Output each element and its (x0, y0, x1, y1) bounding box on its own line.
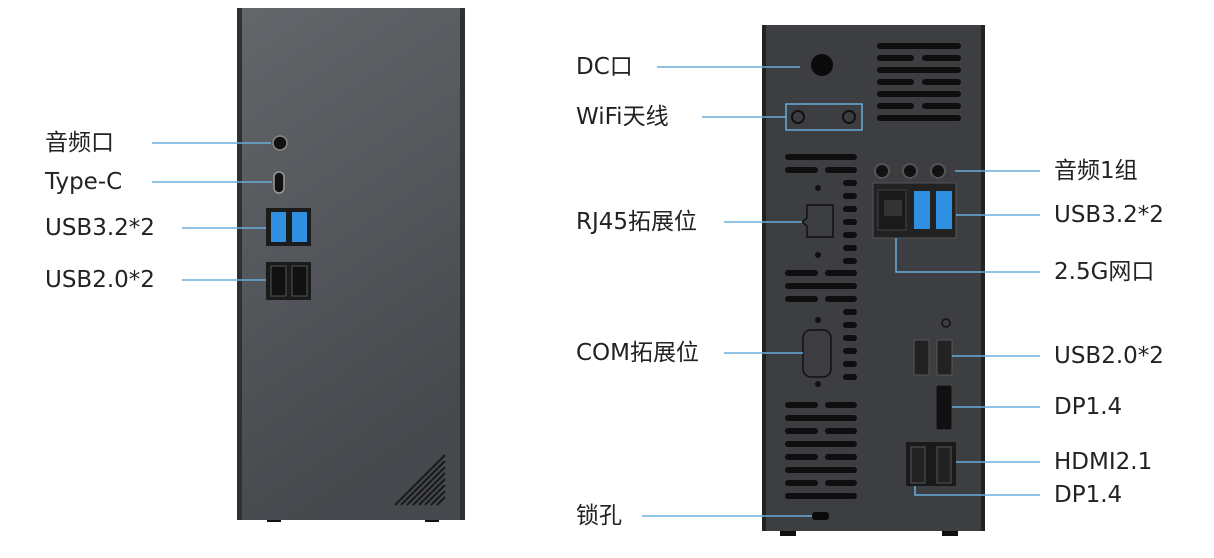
back-label-audio: 音频1组 (1054, 158, 1138, 184)
hdmi-dp-ports-icon (906, 442, 956, 486)
back-label-dp2: DP1.4 (1054, 482, 1123, 508)
front-label-typec: Type-C (45, 169, 123, 195)
back-label-hdmi: HDMI2.1 (1054, 449, 1153, 475)
audio-jacks-icon (874, 163, 946, 179)
back-label-usb32: USB3.2*2 (1054, 202, 1164, 228)
lan-usb3-block-icon (872, 182, 957, 239)
usb2-ports-icon (266, 262, 311, 300)
corner-vent-icon (394, 454, 446, 506)
usb2-back-ports-icon (913, 339, 953, 376)
dc-jack-icon (811, 54, 833, 76)
typec-port-icon (273, 171, 285, 194)
back-view-case (762, 25, 985, 536)
back-label-usb20: USB2.0*2 (1054, 343, 1164, 369)
vent-slots-top (877, 43, 961, 121)
front-label-audio: 音频口 (45, 130, 114, 156)
back-label-dc: DC口 (576, 54, 633, 80)
rj45-knockout-icon (800, 204, 834, 238)
front-label-usb32: USB3.2*2 (45, 215, 155, 241)
back-label-com-ext: COM拓展位 (576, 340, 700, 366)
usb3-ports-icon (266, 208, 311, 246)
back-label-wifi: WiFi天线 (576, 104, 669, 130)
vent-slots-left (785, 154, 857, 499)
back-label-rj45-ext: RJ45拓展位 (576, 209, 698, 235)
front-label-usb20: USB2.0*2 (45, 267, 155, 293)
audio-jack-icon (272, 135, 288, 151)
lock-slot-icon (812, 512, 829, 520)
back-label-lock: 锁孔 (576, 503, 622, 529)
back-label-lan: 2.5G网口 (1054, 259, 1155, 285)
back-label-dp1: DP1.4 (1054, 394, 1123, 420)
dp-port-icon (935, 384, 953, 431)
leader-lines (152, 66, 1040, 517)
front-view-case (237, 8, 465, 522)
